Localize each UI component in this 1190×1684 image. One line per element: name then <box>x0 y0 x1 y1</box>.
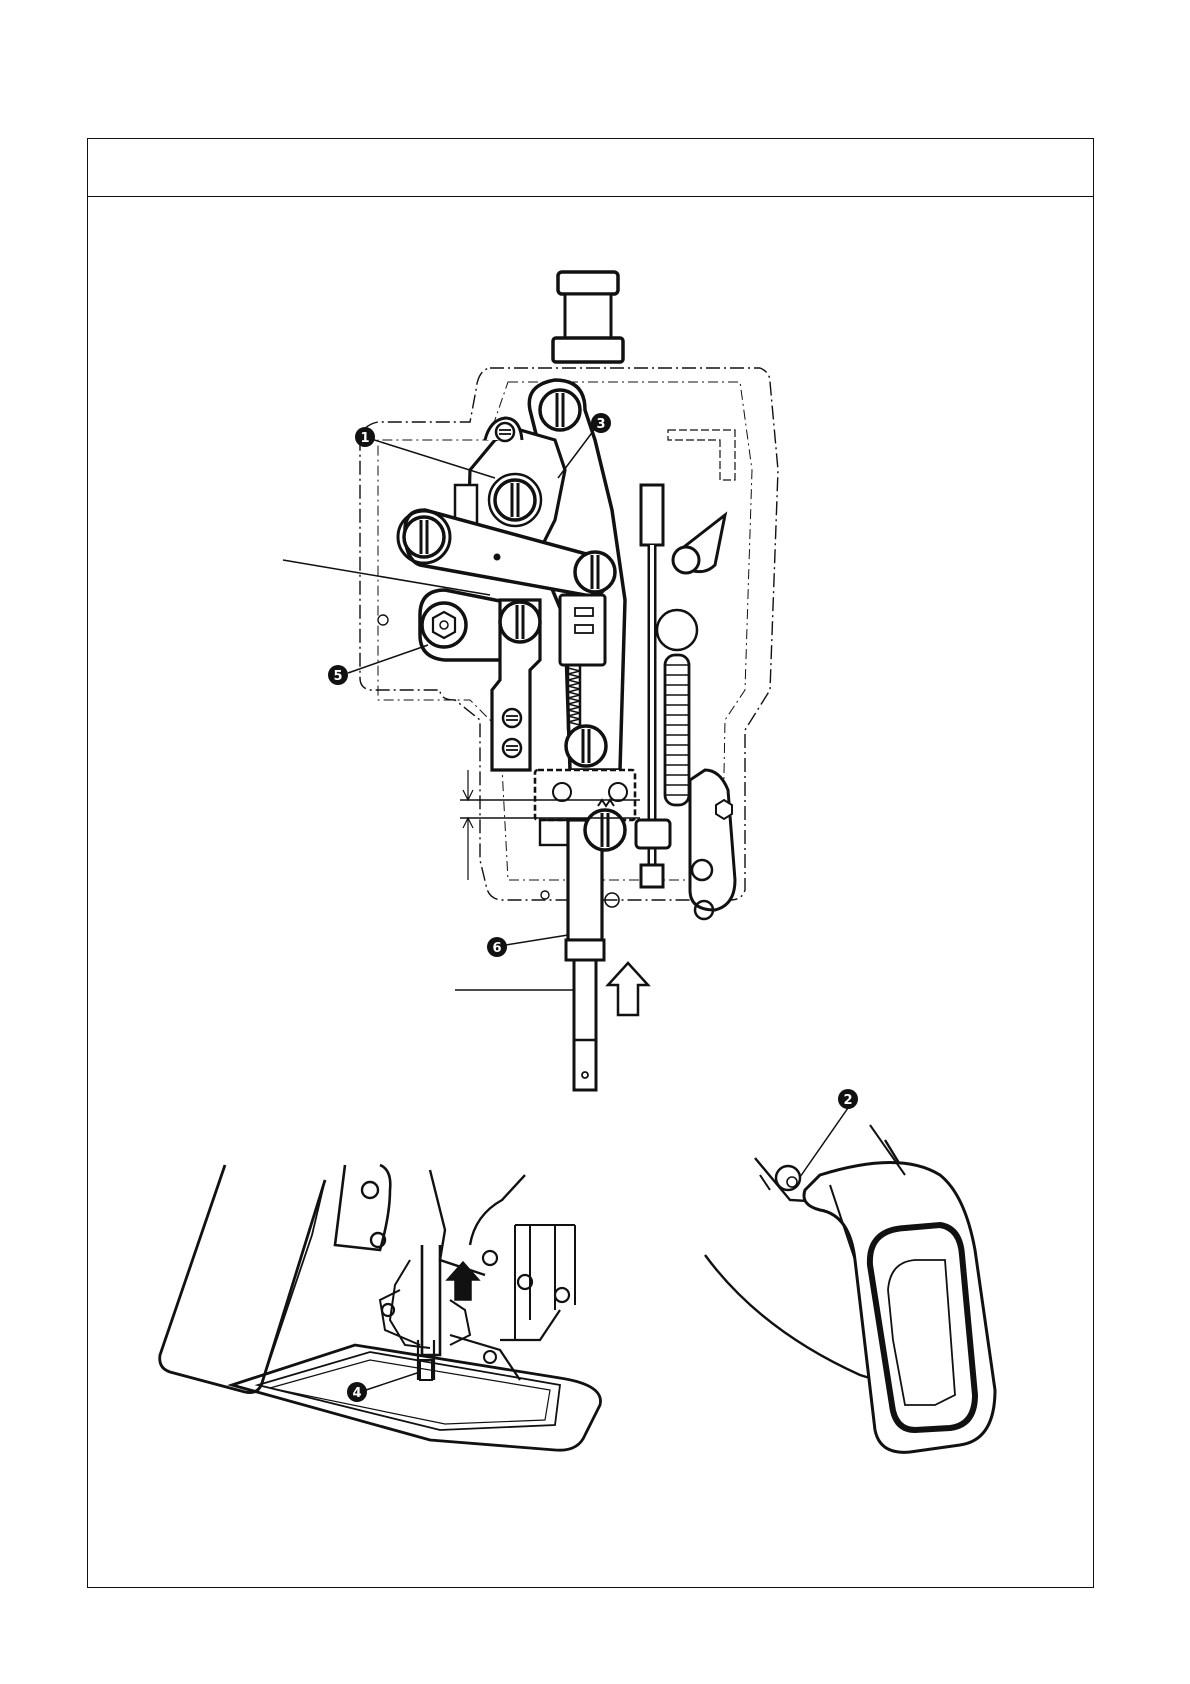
plate-hole <box>541 891 549 899</box>
tension-spring <box>657 610 697 805</box>
callout-3: 3 <box>591 413 611 433</box>
lower-right-lever <box>690 770 735 910</box>
callout-3-label: 3 <box>596 417 605 432</box>
face-plate-window <box>668 430 735 480</box>
needle-bar-lower <box>574 960 596 1090</box>
callout-2-label: 2 <box>843 1093 852 1108</box>
callout-4-label: 4 <box>352 1386 361 1401</box>
callout-5: 5 <box>328 665 348 685</box>
top-cap <box>558 272 618 294</box>
callout-1-label: 1 <box>360 431 369 446</box>
callout-6: 6 <box>487 937 507 957</box>
up-arrow-outline-icon <box>608 963 648 1015</box>
callout-6-label: 6 <box>492 941 501 956</box>
right-rod-top <box>641 485 663 545</box>
up-arrow-solid-icon <box>447 1262 479 1300</box>
arm-head-view <box>705 1125 995 1452</box>
top-cap-base <box>553 338 623 362</box>
callout-1: 1 <box>355 427 375 447</box>
main-mechanism <box>360 272 778 1090</box>
callout-2: 2 <box>838 1089 858 1109</box>
spring-bracket <box>560 595 605 665</box>
machine-bed-side <box>160 1165 325 1393</box>
callout-4: 4 <box>347 1382 367 1402</box>
needle-bar-collar <box>566 940 604 960</box>
plate-hole <box>378 615 388 625</box>
needle-bar-block <box>535 770 635 820</box>
needle-bar-small <box>422 1245 440 1355</box>
presser-foot-view <box>160 1165 601 1450</box>
arm-front <box>335 1165 390 1250</box>
callout-5-label: 5 <box>333 669 342 684</box>
top-cap-neck <box>565 294 611 338</box>
